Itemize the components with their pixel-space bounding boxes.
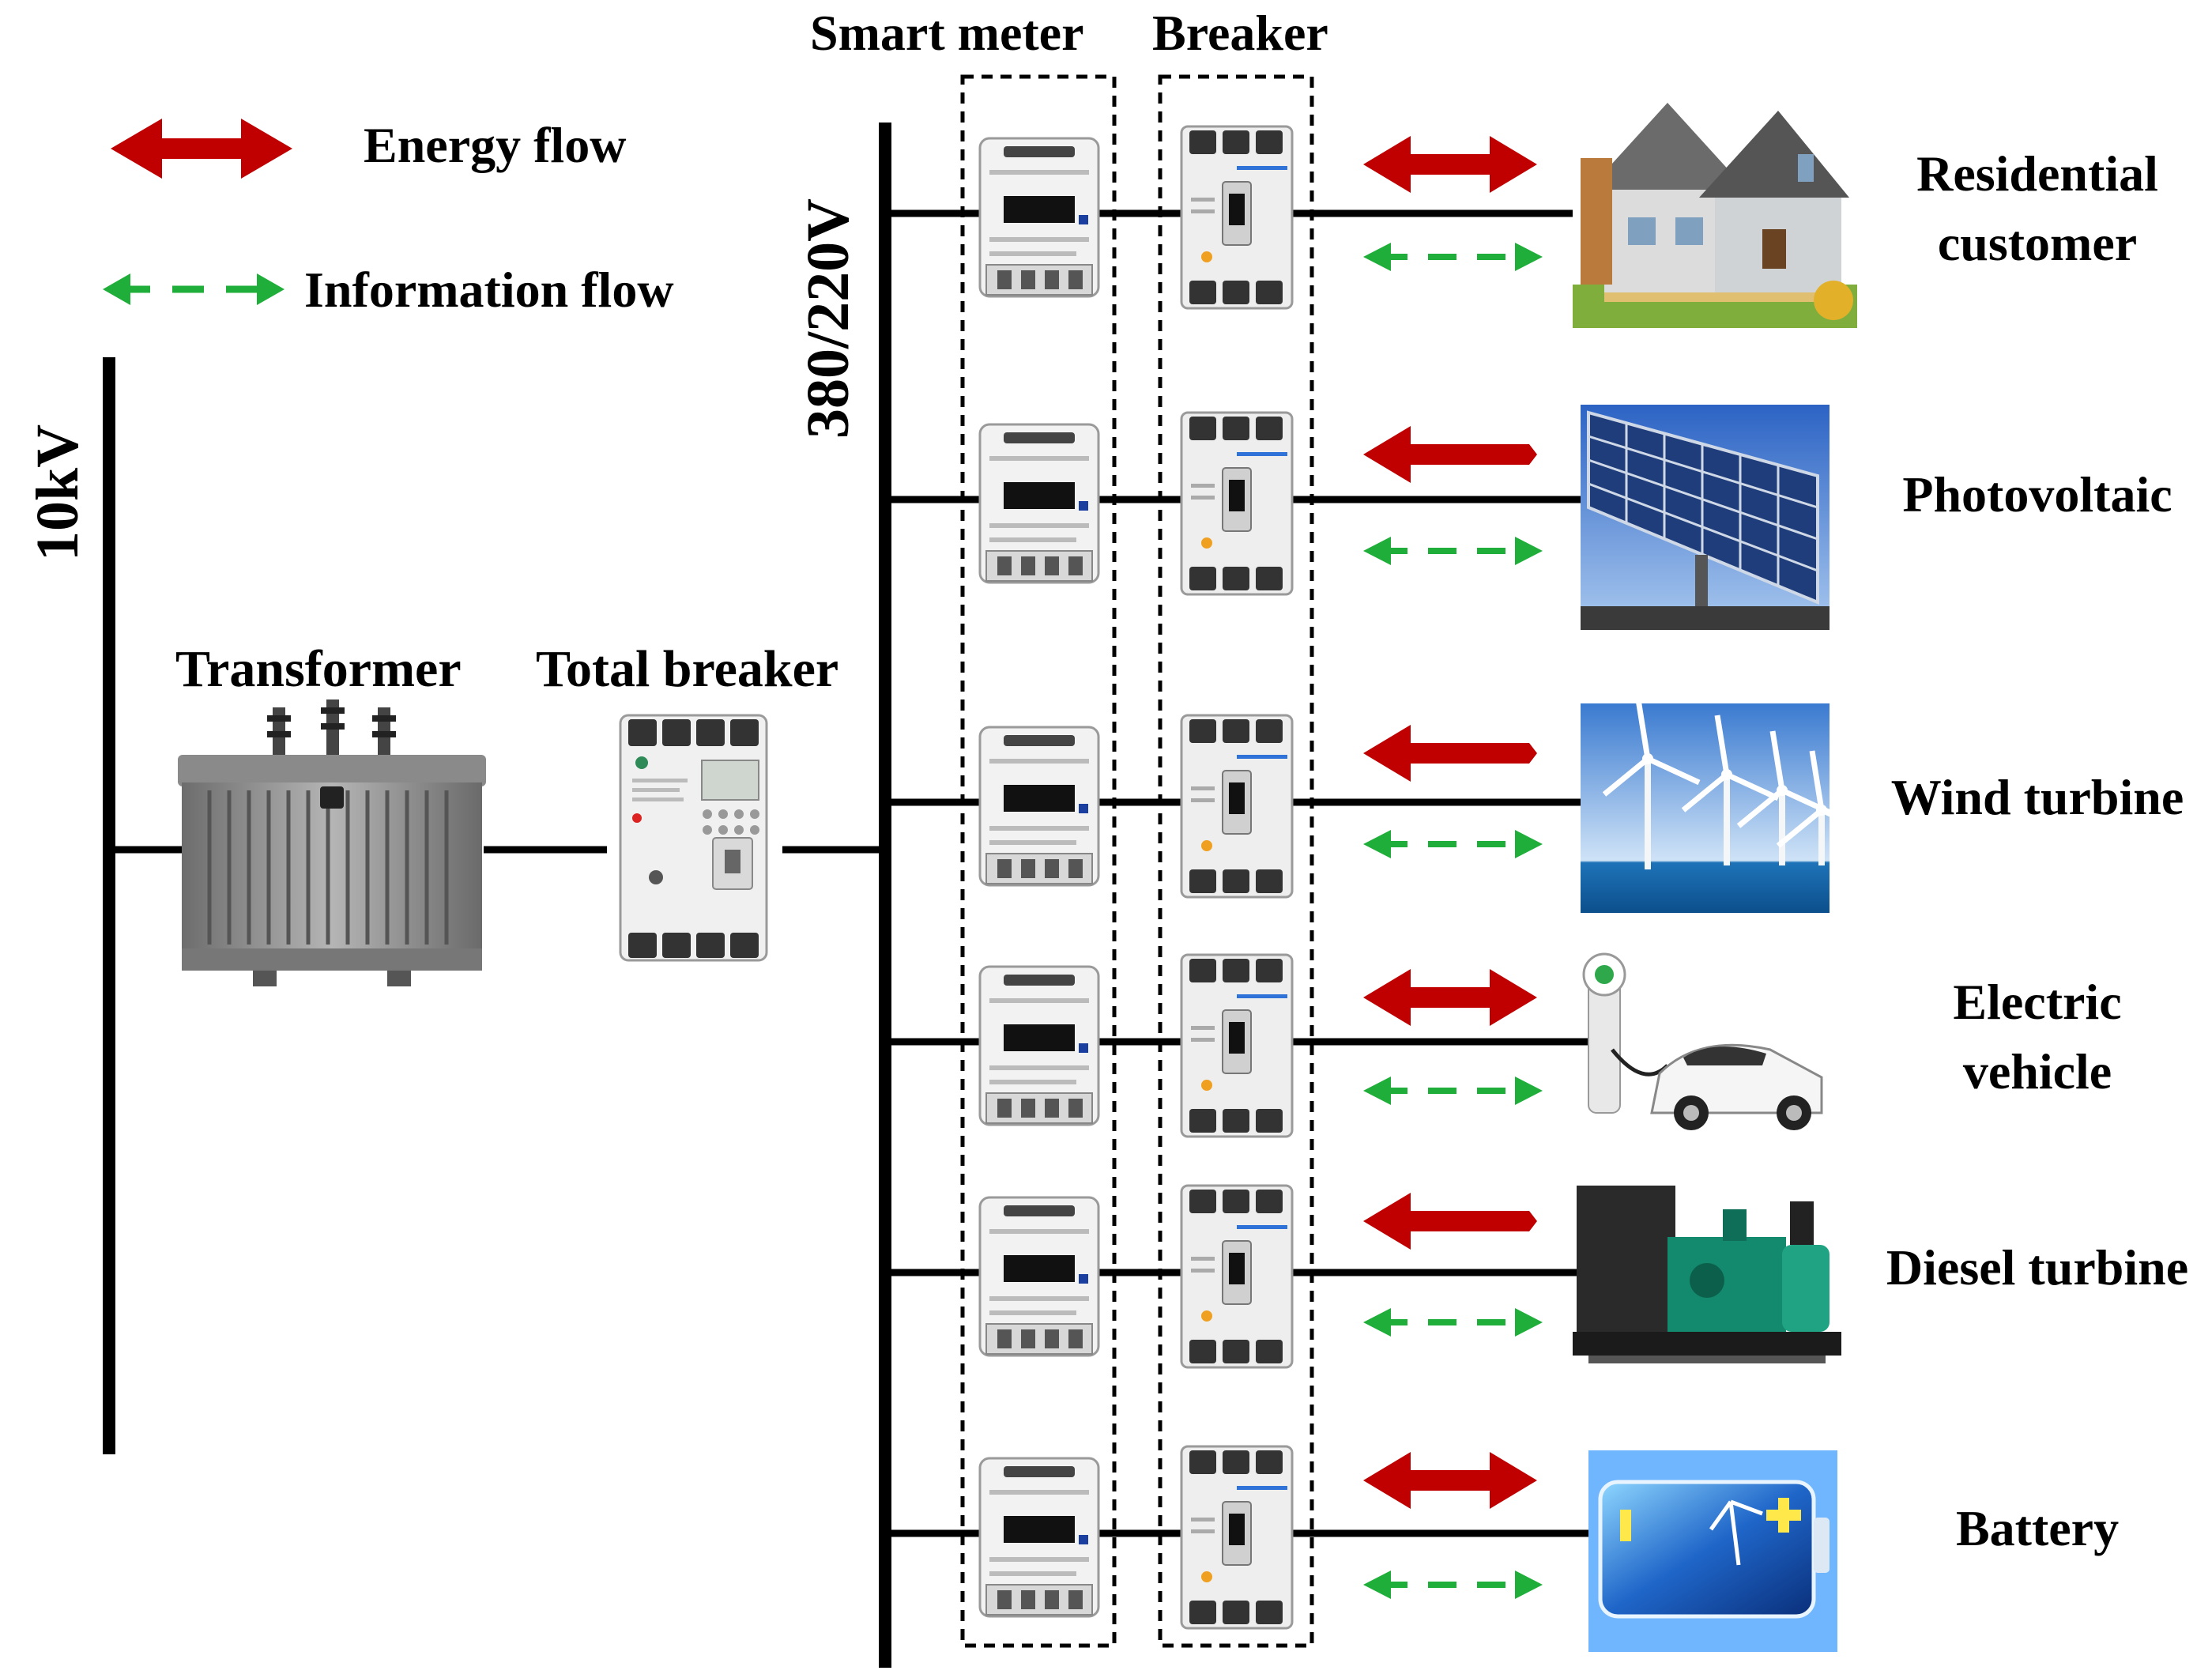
diesel-generator-icon — [1573, 1186, 1841, 1363]
branch-row-battery: Battery — [885, 1445, 2119, 1652]
smart-meter-icon — [978, 965, 1100, 1126]
branch-row-wind: Wind turbine — [885, 699, 2184, 913]
energy-flow-arrow — [1363, 1452, 1537, 1509]
smart-meter-group-box — [960, 74, 1117, 1648]
energy-flow-legend-label: Energy flow — [364, 117, 626, 173]
information-flow-arrow — [1363, 830, 1543, 858]
information-flow-arrow — [1363, 1308, 1543, 1337]
branch-row-ev: Electric vehicle — [885, 952, 2122, 1138]
breaker-icon — [1180, 1184, 1294, 1369]
information-flow-arrow — [1363, 243, 1543, 271]
energy-flow-arrow — [1363, 1193, 1537, 1250]
breaker-icon — [1180, 953, 1294, 1138]
information-flow-legend-arrow — [103, 273, 285, 305]
branch-label: Photovoltaic — [1902, 466, 2172, 522]
smart-meter-icon — [978, 726, 1100, 887]
branch-label: Battery — [1956, 1500, 2119, 1556]
smart-meter-icon — [978, 423, 1100, 584]
battery-icon — [1588, 1450, 1837, 1652]
total-breaker-icon — [619, 714, 768, 962]
breaker-header: Breaker — [1152, 5, 1328, 61]
transformer-icon — [178, 699, 486, 986]
information-flow-arrow — [1363, 1571, 1543, 1599]
mv-bus-label: 10kV — [24, 424, 91, 561]
branch-row-residential: Residential customer — [885, 103, 2158, 336]
breaker-icon — [1180, 125, 1294, 310]
branch-row-diesel: Diesel turbine — [885, 1184, 2188, 1369]
branch-label: vehicle — [1963, 1043, 2112, 1099]
breaker-icon — [1180, 411, 1294, 596]
solar-panel-icon — [1581, 405, 1830, 630]
legend: Energy flow Information flow — [103, 117, 674, 318]
energy-flow-arrow — [1363, 969, 1537, 1026]
smart-meter-icon — [978, 1196, 1100, 1357]
information-flow-legend-label: Information flow — [304, 262, 674, 318]
lv-bus-label: 380/220V — [795, 198, 861, 439]
house-icon — [1573, 103, 1857, 336]
breaker-group-box — [1158, 74, 1314, 1648]
energy-flow-arrow — [1363, 426, 1537, 483]
smart-meter-icon — [978, 137, 1100, 298]
energy-flow-legend-arrow — [111, 119, 292, 179]
smart-meter-header: Smart meter — [810, 5, 1083, 61]
breaker-icon — [1180, 1445, 1294, 1630]
information-flow-arrow — [1363, 1077, 1543, 1105]
branch-label: Residential — [1916, 145, 2158, 202]
total-breaker-label: Total breaker — [536, 640, 838, 698]
transformer-label: Transformer — [175, 640, 462, 698]
energy-flow-arrow — [1363, 136, 1537, 193]
branch-label: Diesel turbine — [1886, 1239, 2188, 1295]
branch-label: Electric — [1953, 974, 2121, 1030]
branch-row-pv: Photovoltaic — [885, 405, 2172, 630]
branch-label: Wind turbine — [1891, 769, 2184, 825]
branch-label: customer — [1938, 215, 2137, 271]
energy-flow-arrow — [1363, 725, 1537, 782]
wind-turbine-icon — [1581, 699, 1875, 913]
information-flow-arrow — [1363, 537, 1543, 565]
breaker-icon — [1180, 714, 1294, 899]
smart-meter-icon — [978, 1457, 1100, 1618]
ev-charger-icon — [1582, 952, 1823, 1130]
